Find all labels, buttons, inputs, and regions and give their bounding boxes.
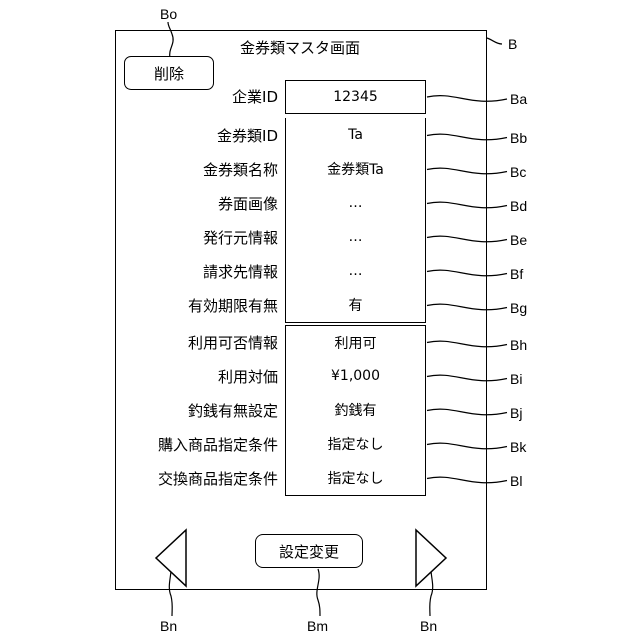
field-value-box[interactable]: 有 <box>285 288 426 323</box>
ref-label-field: Bk <box>510 439 526 455</box>
field-label: 釣銭有無設定 <box>78 401 278 421</box>
field-label: 利用対価 <box>78 367 278 387</box>
ref-label-field: Bb <box>510 130 527 146</box>
field-label: 金券類ID <box>78 126 278 146</box>
ref-label-delete: Bo <box>160 6 177 22</box>
field-value-box[interactable]: ¥1,000 <box>285 359 426 394</box>
settings-change-button[interactable]: 設定変更 <box>255 534 363 568</box>
field-value-box[interactable]: 指定なし <box>285 461 426 496</box>
ref-label-field: Bi <box>510 371 522 387</box>
field-value-box[interactable]: 釣銭有 <box>285 393 426 428</box>
ref-label-field: Be <box>510 232 527 248</box>
field-value-box[interactable]: … <box>285 254 426 289</box>
field-label: 購入商品指定条件 <box>78 435 278 455</box>
ref-label-field: Bc <box>510 164 526 180</box>
screen-title: 金券類マスタ画面 <box>230 38 370 58</box>
field-label: 交換商品指定条件 <box>78 469 278 489</box>
ref-label-field: Ba <box>510 91 527 107</box>
field-value-box[interactable]: … <box>285 220 426 255</box>
delete-button[interactable]: 削除 <box>124 56 214 90</box>
ref-label-field: Bg <box>510 300 527 316</box>
field-value-box[interactable]: 12345 <box>285 80 426 114</box>
leader-frame <box>487 38 502 44</box>
field-value-box[interactable]: 利用可 <box>285 325 426 360</box>
field-value-box[interactable]: Ta <box>285 118 426 153</box>
ref-label-frame: B <box>508 36 517 52</box>
ref-label-field: Bj <box>510 405 522 421</box>
ref-label-field: Bh <box>510 337 527 353</box>
ref-label-field: Bl <box>510 473 522 489</box>
field-value-box[interactable]: 金券類Ta <box>285 152 426 187</box>
field-label: 利用可否情報 <box>78 333 278 353</box>
ref-label-field: Bd <box>510 198 527 214</box>
ref-label-settings: Bm <box>307 618 328 634</box>
field-value-box[interactable]: 指定なし <box>285 427 426 462</box>
field-label: 発行元情報 <box>78 228 278 248</box>
ref-label-field: Bf <box>510 266 523 282</box>
field-value-box[interactable]: … <box>285 186 426 221</box>
field-label: 有効期限有無 <box>78 296 278 316</box>
field-label: 金券類名称 <box>78 160 278 180</box>
field-label: 券面画像 <box>78 194 278 214</box>
ref-label-prev: Bn <box>160 618 177 634</box>
field-label: 請求先情報 <box>78 262 278 282</box>
field-label: 企業ID <box>78 87 278 107</box>
ref-label-next: Bn <box>420 618 437 634</box>
